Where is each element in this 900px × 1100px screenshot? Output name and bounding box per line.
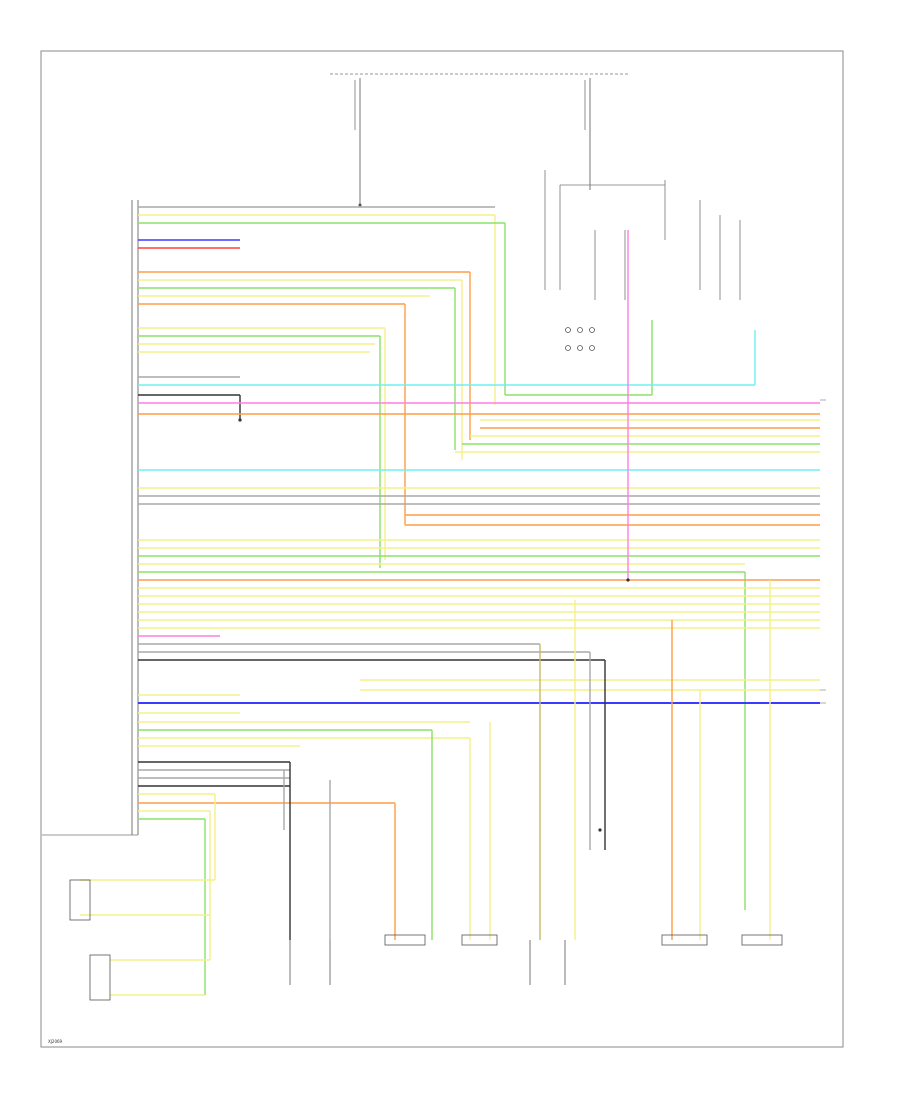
ecm-box [42, 200, 139, 836]
ecm-wires [138, 206, 820, 910]
top-power-feed [330, 73, 630, 207]
diagram-frame [40, 50, 844, 1048]
right-connector-ticks [820, 399, 826, 704]
junction-dots [238, 418, 630, 832]
footer-code: XJ2069 [48, 1039, 63, 1044]
bottom-sensors [69, 879, 783, 1001]
sensor-drops [80, 230, 771, 996]
relay-block [544, 170, 741, 351]
